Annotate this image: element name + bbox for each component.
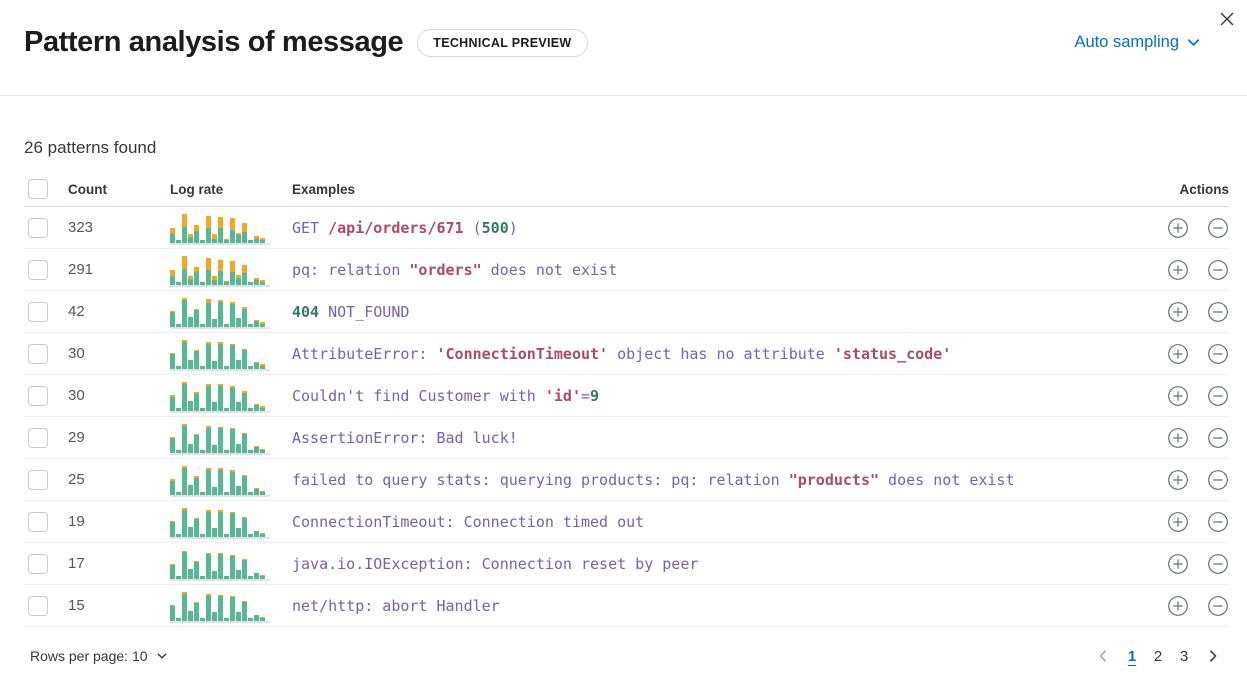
log-rate-sparkline xyxy=(170,421,270,455)
row-checkbox[interactable] xyxy=(28,343,48,364)
chevron-left-icon[interactable] xyxy=(1091,644,1115,668)
plus-circle-icon[interactable] xyxy=(1167,427,1189,449)
patterns-table: Count Log rate Examples Actions 323 GET /… xyxy=(24,172,1229,627)
table-row: 25 failed to query stats: querying produc… xyxy=(24,459,1229,501)
row-count: 25 xyxy=(68,471,85,488)
row-checkbox[interactable] xyxy=(28,259,48,280)
plus-circle-icon[interactable] xyxy=(1167,343,1189,365)
minus-circle-icon[interactable] xyxy=(1207,385,1229,407)
table-row: 42 404 NOT_FOUND xyxy=(24,291,1229,333)
row-count: 15 xyxy=(68,597,85,614)
table-row: 29 AssertionError: Bad luck! xyxy=(24,417,1229,459)
technical-preview-badge: TECHNICAL PREVIEW xyxy=(417,28,588,57)
log-rate-sparkline xyxy=(170,337,270,371)
row-count: 19 xyxy=(68,513,85,530)
log-rate-sparkline xyxy=(170,547,270,581)
patterns-found-summary: 26 patterns found xyxy=(24,138,157,157)
row-example: net/http: abort Handler xyxy=(292,596,500,615)
row-count: 323 xyxy=(68,219,94,236)
sampling-label: Auto sampling xyxy=(1074,33,1179,51)
row-example: AssertionError: Bad luck! xyxy=(292,428,518,447)
row-checkbox[interactable] xyxy=(28,385,48,406)
log-rate-sparkline xyxy=(170,505,270,539)
row-example: pq: relation "orders" does not exist xyxy=(292,260,618,279)
plus-circle-icon[interactable] xyxy=(1167,553,1189,575)
row-checkbox[interactable] xyxy=(28,469,48,490)
log-rate-sparkline xyxy=(170,295,270,329)
rows-per-page-label: Rows per page: 10 xyxy=(30,648,148,664)
minus-circle-icon[interactable] xyxy=(1207,301,1229,323)
table-body: 323 GET /api/orders/671 (500) 291 pq: relat… xyxy=(24,207,1229,627)
row-checkbox[interactable] xyxy=(28,553,48,574)
log-rate-sparkline xyxy=(170,463,270,497)
column-header-actions: Actions xyxy=(1179,181,1229,197)
row-count: 42 xyxy=(68,303,85,320)
select-all-checkbox[interactable] xyxy=(28,179,48,199)
row-count: 291 xyxy=(68,261,94,278)
chevron-down-icon xyxy=(1186,35,1201,50)
plus-circle-icon[interactable] xyxy=(1167,259,1189,281)
table-header-row: Count Log rate Examples Actions xyxy=(24,172,1229,207)
row-count: 17 xyxy=(68,555,85,572)
row-checkbox[interactable] xyxy=(28,427,48,448)
rows-per-page-button[interactable]: Rows per page: 10 xyxy=(24,647,174,665)
row-checkbox[interactable] xyxy=(28,301,48,322)
page-button-3[interactable]: 3 xyxy=(1171,643,1197,669)
row-example: GET /api/orders/671 (500) xyxy=(292,218,518,237)
row-count: 30 xyxy=(68,387,85,404)
sampling-dropdown[interactable]: Auto sampling xyxy=(1068,32,1207,53)
row-example: ConnectionTimeout: Connection timed out xyxy=(292,512,645,531)
plus-circle-icon[interactable] xyxy=(1167,595,1189,617)
minus-circle-icon[interactable] xyxy=(1207,595,1229,617)
row-checkbox[interactable] xyxy=(28,595,48,616)
log-rate-sparkline xyxy=(170,253,270,287)
row-count: 30 xyxy=(68,345,85,362)
minus-circle-icon[interactable] xyxy=(1207,427,1229,449)
row-example: failed to query stats: querying products… xyxy=(292,470,1015,489)
plus-circle-icon[interactable] xyxy=(1167,511,1189,533)
flyout-content: 26 patterns found Count Log rate Example… xyxy=(0,138,1247,669)
table-row: 323 GET /api/orders/671 (500) xyxy=(24,207,1229,249)
log-rate-sparkline xyxy=(170,379,270,413)
page-button-2[interactable]: 2 xyxy=(1145,643,1171,669)
plus-circle-icon[interactable] xyxy=(1167,217,1189,239)
table-row: 291 pq: relation "orders" does not exist xyxy=(24,249,1229,291)
plus-circle-icon[interactable] xyxy=(1167,385,1189,407)
chevron-down-icon xyxy=(156,650,168,662)
page-title: Pattern analysis of message xyxy=(24,26,404,58)
column-header-log-rate: Log rate xyxy=(170,181,224,197)
column-header-count: Count xyxy=(68,181,107,197)
minus-circle-icon[interactable] xyxy=(1207,343,1229,365)
page-button-1[interactable]: 1 xyxy=(1119,643,1145,669)
log-rate-sparkline xyxy=(170,211,270,245)
minus-circle-icon[interactable] xyxy=(1207,469,1229,491)
minus-circle-icon[interactable] xyxy=(1207,259,1229,281)
row-checkbox[interactable] xyxy=(28,217,48,238)
table-row: 30 Couldn't find Customer with 'id'=9 xyxy=(24,375,1229,417)
row-example: AttributeError: 'ConnectionTimeout' obje… xyxy=(292,344,952,363)
row-example: Couldn't find Customer with 'id'=9 xyxy=(292,386,600,405)
table-row: 30 AttributeError: 'ConnectionTimeout' ob… xyxy=(24,333,1229,375)
close-icon[interactable] xyxy=(1213,5,1241,33)
column-header-examples: Examples xyxy=(292,181,356,197)
minus-circle-icon[interactable] xyxy=(1207,511,1229,533)
log-rate-sparkline xyxy=(170,589,270,623)
row-example: 404 NOT_FOUND xyxy=(292,302,410,321)
minus-circle-icon[interactable] xyxy=(1207,553,1229,575)
plus-circle-icon[interactable] xyxy=(1167,469,1189,491)
table-row: 17 java.io.IOException: Connection reset … xyxy=(24,543,1229,585)
flyout-header: Pattern analysis of message TECHNICAL PR… xyxy=(0,0,1247,96)
row-example: java.io.IOException: Connection reset by… xyxy=(292,554,699,573)
row-checkbox[interactable] xyxy=(28,511,48,532)
minus-circle-icon[interactable] xyxy=(1207,217,1229,239)
table-row: 19 ConnectionTimeout: Connection timed ou… xyxy=(24,501,1229,543)
row-count: 29 xyxy=(68,429,85,446)
table-row: 15 net/http: abort Handler xyxy=(24,585,1229,627)
chevron-right-icon[interactable] xyxy=(1201,644,1225,668)
plus-circle-icon[interactable] xyxy=(1167,301,1189,323)
